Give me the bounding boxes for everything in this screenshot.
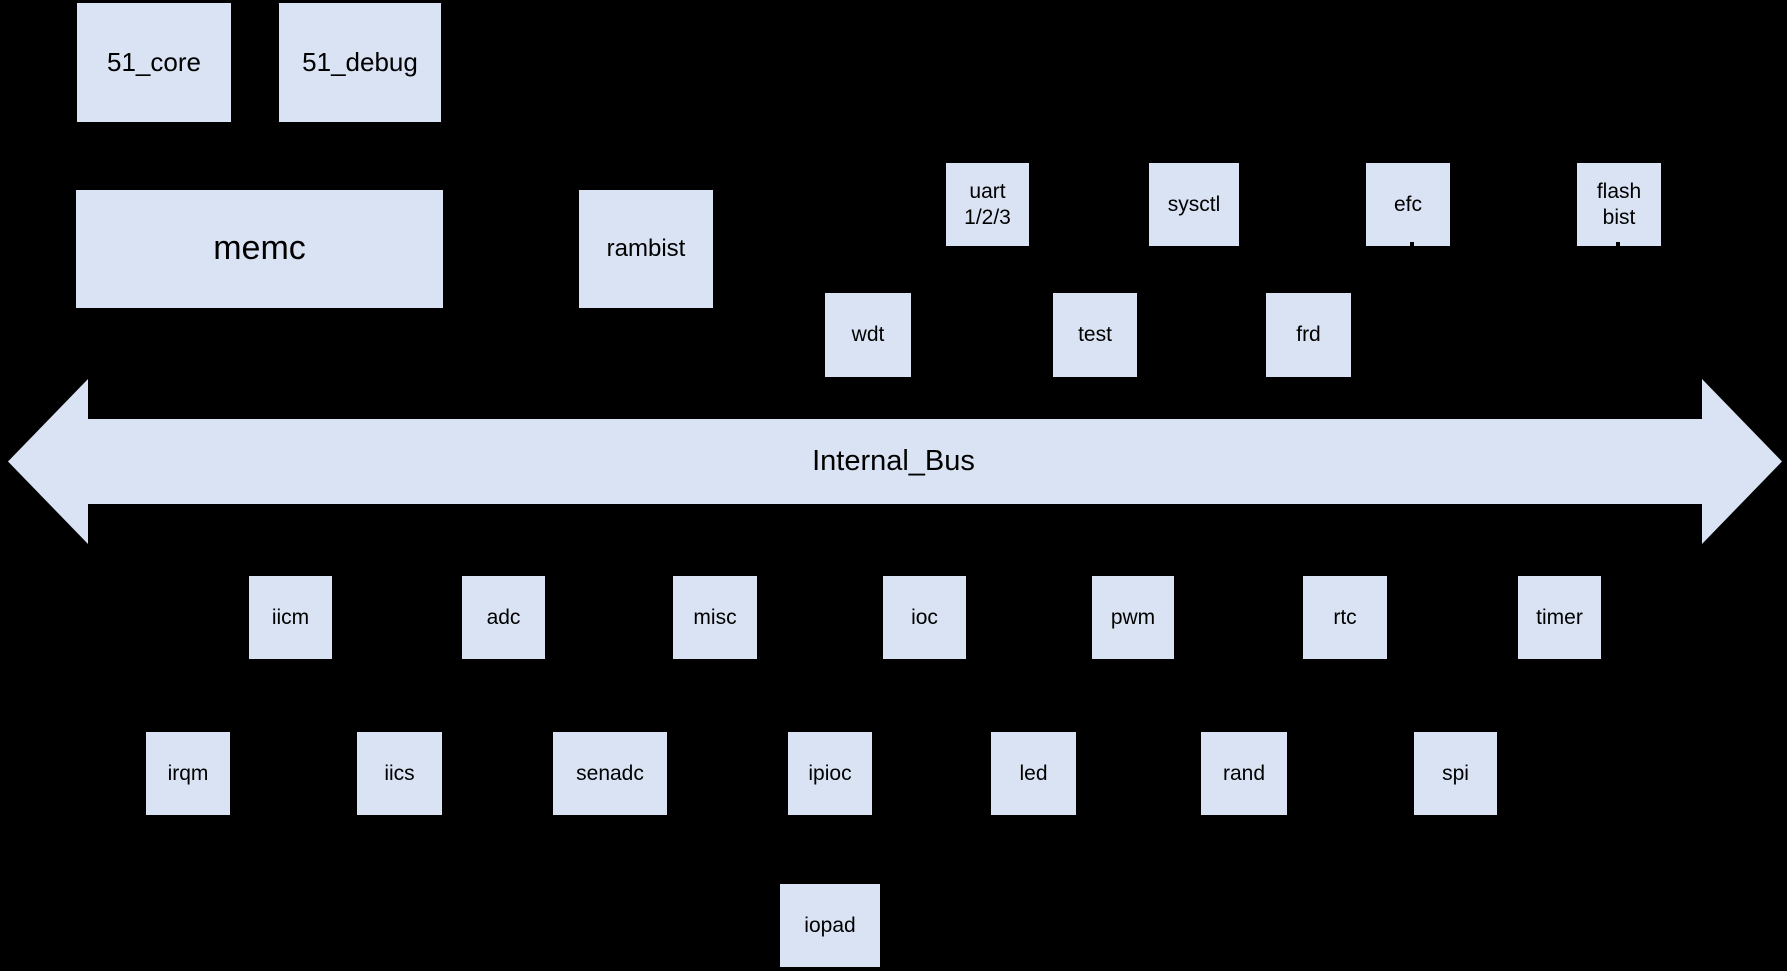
block-rambist: rambist [579,190,713,308]
double-arrow-shape [8,379,1782,544]
block-rtc: rtc [1303,576,1387,659]
block-adc: adc [462,576,545,659]
block-sysctl: sysctl [1149,163,1239,246]
block-memc: memc [76,190,443,308]
block-frd: frd [1266,293,1351,377]
block-test: test [1053,293,1137,377]
block-iicm: iicm [249,576,332,659]
block-uart-123: uart 1/2/3 [946,163,1029,246]
block-rand: rand [1201,732,1287,815]
block-spi: spi [1414,732,1497,815]
block-51-core: 51_core [77,3,231,122]
block-senadc: senadc [553,732,667,815]
block-ipioc: ipioc [788,732,872,815]
flash-bist-connector-stub [1616,242,1620,248]
efc-connector-stub [1410,242,1414,248]
block-misc: misc [673,576,757,659]
block-pwm: pwm [1092,576,1174,659]
block-irqm: irqm [146,732,230,815]
block-wdt: wdt [825,293,911,377]
block-iics: iics [357,732,442,815]
block-timer: timer [1518,576,1601,659]
block-led: led [991,732,1076,815]
block-efc: efc [1366,163,1450,246]
block-ioc: ioc [883,576,966,659]
block-51-debug: 51_debug [279,3,441,122]
block-flash-bist: flash bist [1577,163,1661,246]
internal-bus-label: Internal_Bus [812,445,975,477]
block-iopad: iopad [780,884,880,967]
